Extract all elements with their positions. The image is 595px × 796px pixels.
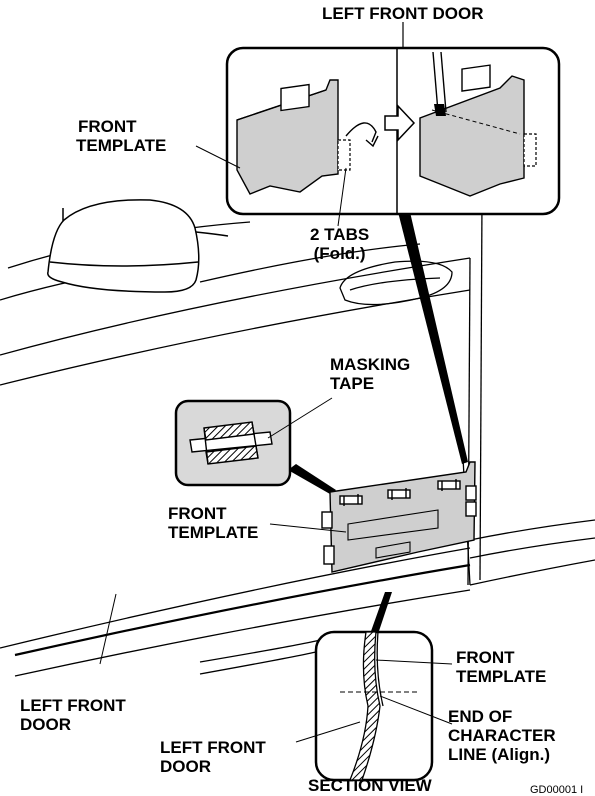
callout-pointers xyxy=(288,212,468,634)
top-inset xyxy=(225,22,561,216)
label-front-template-section: FRONT TEMPLATE xyxy=(456,648,547,686)
label-masking-tape: MASKING TAPE xyxy=(330,355,411,393)
label-left-front-door-section: LEFT FRONT DOOR xyxy=(160,738,266,776)
leader-lines xyxy=(99,145,453,743)
label-left-front-door-top: LEFT FRONT DOOR xyxy=(322,4,484,23)
side-mirror xyxy=(47,199,229,293)
label-front-template-middle: FRONT TEMPLATE xyxy=(168,504,259,542)
section-view-inset xyxy=(314,630,434,782)
front-template-main xyxy=(321,461,477,573)
masking-tape-inset xyxy=(174,399,292,487)
label-end-of-character-line: END OF CHARACTER LINE (Align.) xyxy=(448,707,556,764)
label-section-view: SECTION VIEW xyxy=(308,776,432,795)
label-two-tabs: 2 TABS (Fold.) xyxy=(310,225,370,263)
label-left-front-door-lower-left: LEFT FRONT DOOR xyxy=(20,696,126,734)
figure-code: GD00001 I xyxy=(530,784,584,796)
label-front-template-upper: FRONT TEMPLATE xyxy=(76,117,167,155)
